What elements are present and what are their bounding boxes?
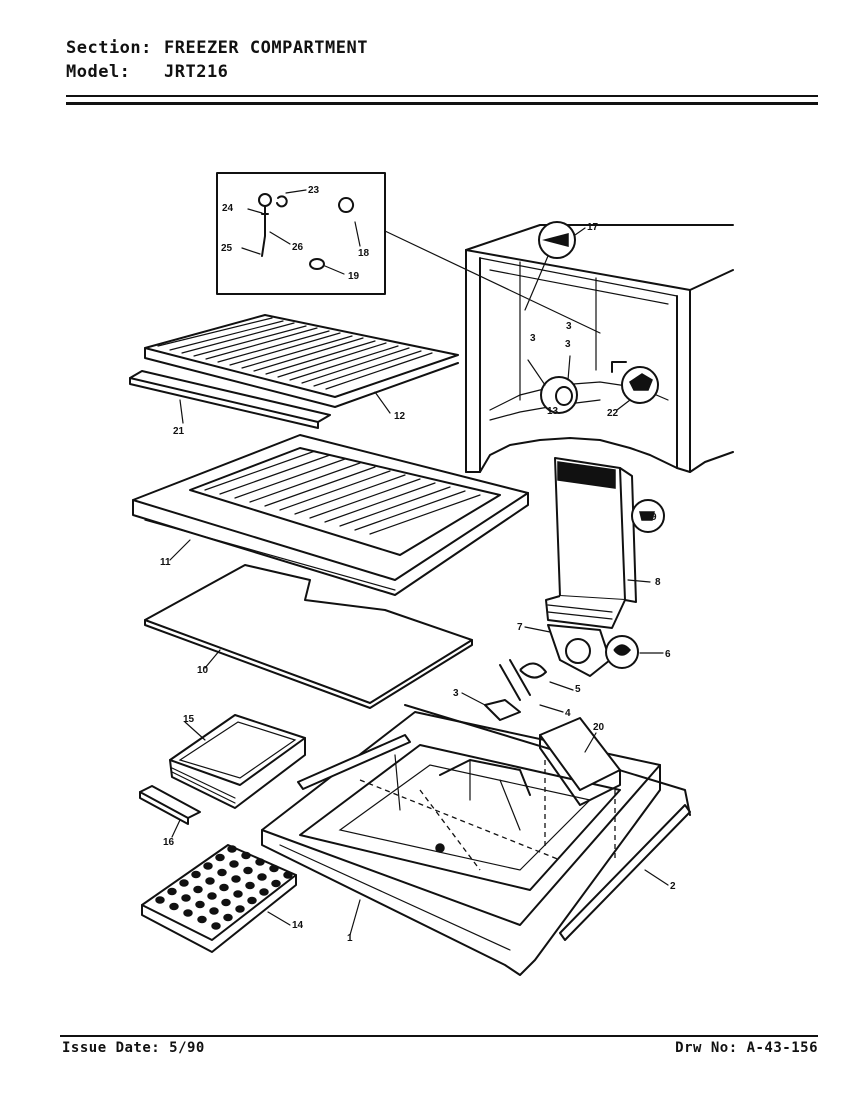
ice-cube-cell	[215, 853, 225, 862]
ice-cube-cell	[193, 885, 203, 894]
callout-20: 20	[593, 722, 605, 733]
callout-19: 19	[348, 271, 360, 282]
callout-17: 17	[587, 222, 599, 233]
fan-assembly	[484, 624, 639, 721]
ice-cube-cell	[169, 902, 179, 911]
ice-cube-cell	[203, 862, 213, 870]
ice-cube-cell	[207, 892, 217, 900]
ice-cube-cell	[209, 907, 219, 915]
shelf-trim	[129, 370, 331, 429]
crisper-cover	[132, 434, 529, 596]
ice-cube-tray	[141, 844, 297, 953]
ice-cube-cell	[205, 877, 215, 885]
section-key: Section:	[66, 38, 152, 58]
ice-cube-cell	[259, 888, 269, 896]
callout-labels: 1 2 3 4 5 6 7 8 9 10 11 12 13 14 15 16 1…	[160, 185, 676, 944]
callout-16: 16	[163, 837, 175, 848]
callout-5: 5	[575, 684, 581, 695]
ice-cube-cell	[181, 894, 191, 902]
callout-3: 3	[453, 688, 459, 699]
callout-15: 15	[183, 714, 195, 725]
callout-1: 1	[347, 933, 353, 944]
callout-8: 8	[655, 577, 661, 588]
ice-cube-cell	[231, 875, 241, 883]
header-rule-thin	[66, 95, 818, 97]
callout-9: 9	[651, 512, 657, 523]
ice-cube-cell	[245, 881, 255, 890]
ice-cube-cell	[167, 887, 177, 896]
callout-3-cabinet-c: 3	[565, 339, 571, 350]
wire-shelf	[144, 314, 459, 408]
ice-cube-cell	[243, 866, 253, 875]
tray-slide	[139, 785, 201, 825]
inset-leader-line	[384, 230, 601, 334]
ice-cube-cell	[227, 845, 237, 853]
issue-date: Issue Date: 5/90	[62, 1040, 205, 1056]
ice-cube-cell	[217, 868, 227, 877]
header-rule-thick	[66, 102, 818, 105]
gasket-strips	[297, 704, 691, 941]
air-duct-block	[539, 717, 621, 860]
footer-rule	[60, 1035, 818, 1037]
model-heading: Model: JRT216	[66, 62, 228, 82]
callout-26: 26	[292, 242, 304, 253]
callout-3-cabinet-b: 3	[566, 321, 572, 332]
callout-10: 10	[197, 665, 209, 676]
callout-7: 7	[517, 622, 523, 633]
callout-14: 14	[292, 920, 304, 931]
ice-cube-cell	[223, 913, 233, 922]
callout-12: 12	[394, 411, 406, 422]
evaporator-cover	[545, 457, 665, 629]
callout-4: 4	[565, 708, 571, 719]
ice-cube-cell	[247, 896, 257, 905]
callout-25: 25	[221, 243, 233, 254]
ice-cube-cell	[257, 873, 267, 881]
ice-cube-cell	[229, 860, 239, 868]
freezer-cabinet	[465, 221, 734, 473]
ice-cube-cell	[219, 883, 229, 892]
callout-3-cabinet-a: 3	[530, 333, 536, 344]
inset-detail-box	[216, 172, 386, 295]
callout-13: 13	[547, 406, 559, 417]
glass-shelf	[144, 564, 473, 709]
ice-cube-cell	[221, 898, 231, 907]
callout-24: 24	[222, 203, 234, 214]
section-heading: Section: FREEZER COMPARTMENT	[66, 38, 368, 58]
ice-cube-cell	[255, 858, 265, 866]
callout-22: 22	[607, 408, 619, 419]
ice-cube-cell	[211, 922, 221, 930]
leader-lines	[169, 227, 669, 936]
ice-tray	[169, 714, 306, 809]
callout-18: 18	[358, 248, 370, 259]
ice-cube-cell	[269, 864, 279, 873]
ice-cube-cell	[183, 909, 193, 917]
callout-11: 11	[160, 557, 171, 568]
freezer-liner	[261, 711, 661, 976]
ice-cube-cell	[283, 871, 293, 879]
ice-cube-cell	[235, 905, 245, 913]
ice-cube-cell	[233, 890, 243, 898]
model-value: JRT216	[164, 62, 229, 82]
ice-cube-cell	[179, 879, 189, 887]
ice-cube-cell	[155, 896, 165, 904]
ice-cube-cell	[191, 870, 201, 879]
callout-6: 6	[665, 649, 671, 660]
model-key: Model:	[66, 62, 131, 82]
ice-cube-cell	[271, 879, 281, 888]
callout-23: 23	[308, 185, 320, 196]
callout-2: 2	[670, 881, 676, 892]
ice-cube-cell	[241, 851, 251, 860]
drawing-number: Drw No: A-43-156	[675, 1040, 818, 1056]
ice-cube-cell	[195, 900, 205, 909]
ice-cube-cell	[197, 915, 207, 924]
callout-21: 21	[173, 426, 185, 437]
section-value: FREEZER COMPARTMENT	[164, 38, 368, 58]
